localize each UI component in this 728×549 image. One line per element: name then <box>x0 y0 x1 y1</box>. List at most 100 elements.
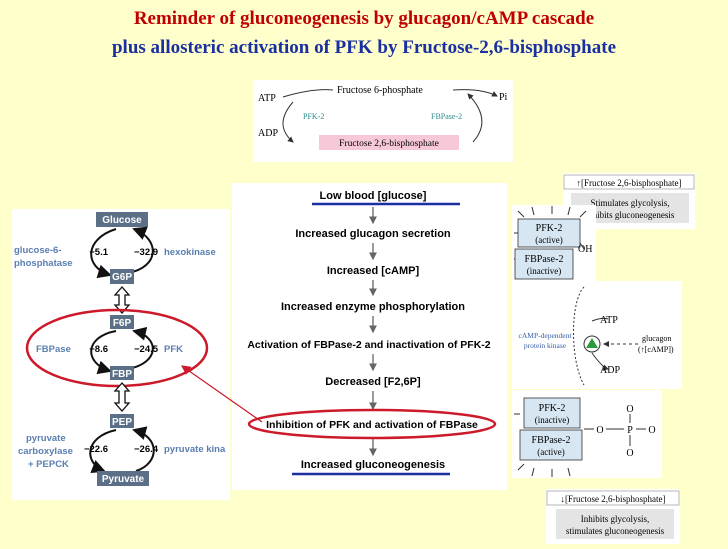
glucose-box <box>96 212 148 227</box>
atp-arrow <box>282 89 334 98</box>
glucose-label: Glucose <box>102 215 142 226</box>
step2-left-value: −8.6 <box>89 344 108 355</box>
cascade-step-8: Increased gluconeogenesis <box>301 459 445 471</box>
increase-effect-l1: Stimulates glycolysis, <box>590 198 669 208</box>
increase-box: ↑[Fructose 2,6-bisphosphate] Stimulates … <box>563 174 695 223</box>
pfk2-active-l1: PFK-2 <box>536 223 563 234</box>
decrease-effect-box <box>556 509 674 539</box>
g6p-box <box>110 269 134 284</box>
fbp-pep-arrow <box>113 382 131 412</box>
step3-left-value: −22.6 <box>84 444 108 455</box>
fbpase2-inactive-l2: (inactive) <box>527 266 561 276</box>
glucagon-l2: (↑[cAMP]) <box>638 345 674 354</box>
fbp-box <box>110 366 134 380</box>
step1-left-arrow <box>90 228 117 279</box>
connector-line <box>181 365 263 423</box>
step1-right-value: −32.9 <box>134 247 158 258</box>
enzyme-pfk: PFK <box>164 344 183 355</box>
pfk2-curve <box>282 101 294 143</box>
atp-arc <box>591 317 609 322</box>
pfk2-inactive-l1: PFK-2 <box>539 403 566 414</box>
step1-left-value: −5.1 <box>89 247 108 258</box>
phos-o-right: O <box>648 425 655 436</box>
cascade-step-1: Low blood [glucose] <box>320 190 427 202</box>
fbpase2-active-box <box>519 429 583 461</box>
phos-o-top: O <box>626 404 633 415</box>
enzyme-pc-l1: pyruvate <box>26 433 66 444</box>
phos-o-bottom: O <box>626 448 633 459</box>
cascade-step-6: Decreased [F2,6P] <box>325 376 421 388</box>
cascade-step-3: Increased [cAMP] <box>327 265 420 277</box>
cycle-fbpase2-label: FBPase-2 <box>431 112 462 121</box>
decrease-box: ↓[Fructose 2,6-bisphosphate] Inhibits gl… <box>546 490 680 539</box>
pfk2-cycle-panel: ATP Fructose 6-phosphate Pi PFK-2 FBPase… <box>253 80 513 162</box>
activation-icon <box>586 338 598 348</box>
cycle-pfk2-label: PFK-2 <box>303 112 324 121</box>
phos-p: P <box>627 425 633 436</box>
decrease-label: ↓[Fructose 2,6-bisphosphate] <box>561 494 666 504</box>
step3-left-arrow <box>89 429 117 474</box>
step2-left-arrow <box>90 330 117 375</box>
phospho-enzyme: PFK-2 (inactive) FBPase-2 (active) O O P… <box>514 397 656 477</box>
phos-o-left: O <box>596 425 603 436</box>
fbpase2-curve <box>467 93 483 143</box>
fbpase2-active-l2: (active) <box>537 447 564 457</box>
oh-label: OH <box>578 244 593 255</box>
step2-right-value: −24.5 <box>134 344 159 355</box>
enzyme-g6pase-l1: glucose-6- <box>14 245 62 256</box>
kinase-diagram: ATP ADP cAMP-dependent protein kinase gl… <box>519 286 674 386</box>
fbpase2-active-l1: FBPase-2 <box>532 435 571 446</box>
kinase-panel: ATP ADP cAMP-dependent protein kinase gl… <box>512 281 682 389</box>
pathway-diagram: Glucose −5.1 −32.9 glucose-6- phosphatas… <box>14 212 226 486</box>
g6p-label: G6P <box>112 272 132 283</box>
kinase-l1: cAMP-dependent <box>519 331 573 340</box>
pfk-highlight-ellipse <box>25 308 209 388</box>
enzyme-hexokinase: hexokinase <box>164 247 216 258</box>
fbpase2-inactive-box <box>514 248 574 280</box>
increase-panel: ↑[Fructose 2,6-bisphosphate] Stimulates … <box>563 173 695 229</box>
step2-right-arrow <box>127 326 154 370</box>
cascade-diagram: Low blood [glucose] Increased glucagon s… <box>247 190 497 476</box>
cascade-step-2: Increased glucagon secretion <box>295 228 451 240</box>
kinase-l2: protein kinase <box>524 341 567 350</box>
glucagon-l1: glucagon <box>642 334 671 343</box>
enzyme-g6pase-l2: phosphatase <box>14 258 73 269</box>
cascade-panel: Low blood [glucose] Increased glucagon s… <box>232 183 507 490</box>
dephospho-enzyme: PFK-2 (active) FBPase-2 (inactive) <box>514 206 587 280</box>
pep-label: PEP <box>112 417 132 428</box>
cycle-f26bp: Fructose 2,6-bisphosphate <box>339 139 439 149</box>
enzyme-fbpase: FBPase <box>36 344 71 355</box>
fbpase2-inactive-l1: FBPase-2 <box>525 254 564 265</box>
pyruvate-box <box>97 471 149 486</box>
pfk2-inactive-box <box>523 397 581 429</box>
cascade-step-4: Increased enzyme phosphorylation <box>281 301 465 313</box>
increase-label: ↑[Fructose 2,6-bisphosphate] <box>577 178 682 188</box>
decrease-label-box <box>546 490 680 506</box>
step3-right-value: −26.4 <box>134 444 159 455</box>
phospho-enzyme-panel: PFK-2 (inactive) FBPase-2 (active) O O P… <box>512 390 662 478</box>
pi-arrow <box>452 89 498 97</box>
pfk2-cycle-diagram: ATP Fructose 6-phosphate Pi PFK-2 FBPase… <box>258 85 508 150</box>
cascade-step-5: Activation of FBPase-2 and inactivation … <box>247 339 490 351</box>
step7-highlight-ellipse <box>247 408 497 440</box>
title-line-1: Reminder of gluconeogenesis by glucagon/… <box>133 8 595 29</box>
f6p-box <box>110 315 134 329</box>
decrease-panel: ↓[Fructose 2,6-bisphosphate] Inhibits gl… <box>546 489 680 544</box>
decrease-effect-l1: Inhibits glycolysis, <box>581 514 650 524</box>
kinase-dashed-path <box>573 286 585 386</box>
kinase-atp: ATP <box>600 315 618 326</box>
step3-right-arrow <box>132 426 155 472</box>
pep-box <box>110 414 134 428</box>
increase-label-box <box>563 174 695 190</box>
pfk2-active-box <box>517 218 581 248</box>
adp-arc <box>591 352 609 371</box>
pfk2-active-l2: (active) <box>535 235 562 245</box>
f26bp-box <box>319 135 459 150</box>
cycle-pi: Pi <box>499 92 508 103</box>
decrease-effect-l2: stimulates gluconeogenesis <box>566 526 665 536</box>
step1-right-arrow <box>127 226 154 274</box>
pyruvate-label: Pyruvate <box>102 474 145 485</box>
increase-effect-l2: inhibits gluconeogenesis <box>586 210 675 220</box>
pfk2-inactive-l2: (inactive) <box>535 415 569 425</box>
fbp-label: FBP <box>112 369 132 380</box>
